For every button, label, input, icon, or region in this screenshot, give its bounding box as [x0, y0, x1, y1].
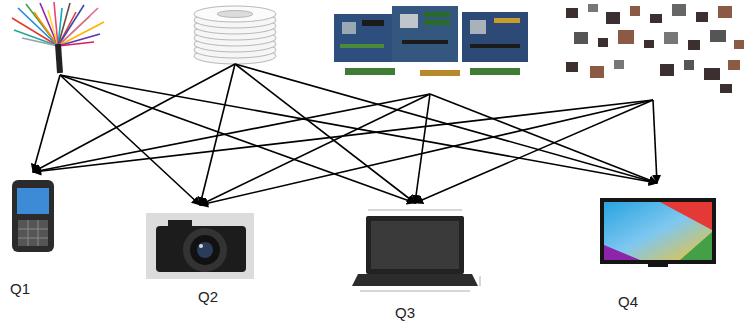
cable-coil: [194, 6, 276, 64]
tv-image: [600, 198, 716, 267]
camera-product: Q2: [145, 205, 255, 280]
phone-image: [12, 180, 54, 252]
flow-arrow: [415, 100, 653, 203]
cable-bundle: [12, 2, 104, 73]
motherboard-part: [330, 4, 530, 94]
flow-arrow: [415, 94, 430, 203]
flow-arrow: [33, 64, 235, 172]
flow-arrow: [60, 75, 415, 203]
flow-arrow: [200, 100, 653, 205]
cable-bundle-part: [10, 2, 110, 75]
motherboards: [334, 6, 528, 76]
flow-arrow: [33, 100, 653, 172]
tv-product: Q4: [598, 183, 716, 267]
product-label: Q1: [10, 280, 60, 298]
product-label: Q2: [198, 288, 308, 306]
cable-coil-part: [190, 4, 280, 64]
laptop-image: [352, 210, 480, 291]
flow-arrow: [235, 64, 415, 203]
phone-product: Q1: [8, 172, 58, 254]
flow-arrow: [33, 75, 60, 172]
camera-image: [146, 213, 254, 279]
laptop-product: Q3: [355, 203, 475, 295]
product-label: Q4: [618, 293, 736, 311]
flow-arrow: [200, 64, 235, 205]
product-label: Q3: [395, 304, 515, 322]
flow-arrow: [653, 100, 657, 183]
flow-arrow: [200, 94, 430, 205]
components-part: [560, 2, 746, 100]
electronic-components: [566, 4, 744, 93]
